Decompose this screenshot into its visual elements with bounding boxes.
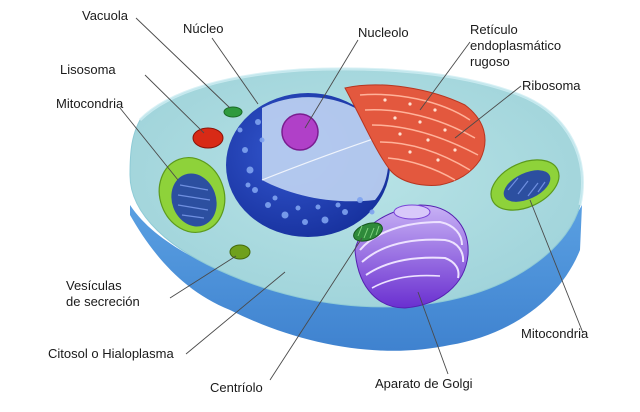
lysosome xyxy=(192,127,224,149)
vacuole xyxy=(223,106,243,118)
cell-side xyxy=(130,205,582,351)
label-nucleolo: Nucleolo xyxy=(358,25,409,40)
leader-lines xyxy=(119,17,584,381)
label-reticulo-line2: endoplasmático xyxy=(470,38,561,53)
rough-er xyxy=(344,84,486,186)
label-reticulo-line1: Retículo xyxy=(470,22,518,37)
cell-membrane xyxy=(138,67,584,206)
label-lisosoma: Lisosoma xyxy=(60,62,116,77)
label-golgi: Aparato de Golgi xyxy=(375,376,473,391)
label-vesiculas-line1: Vesículas xyxy=(66,278,122,293)
label-vesiculas-line2: de secreción xyxy=(66,294,140,309)
label-vacuola: Vacuola xyxy=(82,8,129,23)
golgi-apparatus xyxy=(354,204,469,309)
label-centriolo: Centríolo xyxy=(210,380,263,395)
mitochondria-right xyxy=(490,159,560,211)
label-ribosoma: Ribosoma xyxy=(522,78,581,93)
secretory-vesicle xyxy=(229,244,251,260)
label-mitocondria-left: Mitocondria xyxy=(56,96,124,111)
label-reticulo-line3: rugoso xyxy=(470,54,510,69)
nucleolus xyxy=(281,113,319,151)
label-nucleo: Núcleo xyxy=(183,21,223,36)
label-mitocondria-right: Mitocondria xyxy=(521,326,589,341)
mitochondria-left xyxy=(158,157,226,233)
labels: Vacuola Núcleo Nucleolo Retículo endopla… xyxy=(48,8,589,395)
centriole xyxy=(353,222,383,242)
label-citosol: Citosol o Hialoplasma xyxy=(48,346,174,361)
